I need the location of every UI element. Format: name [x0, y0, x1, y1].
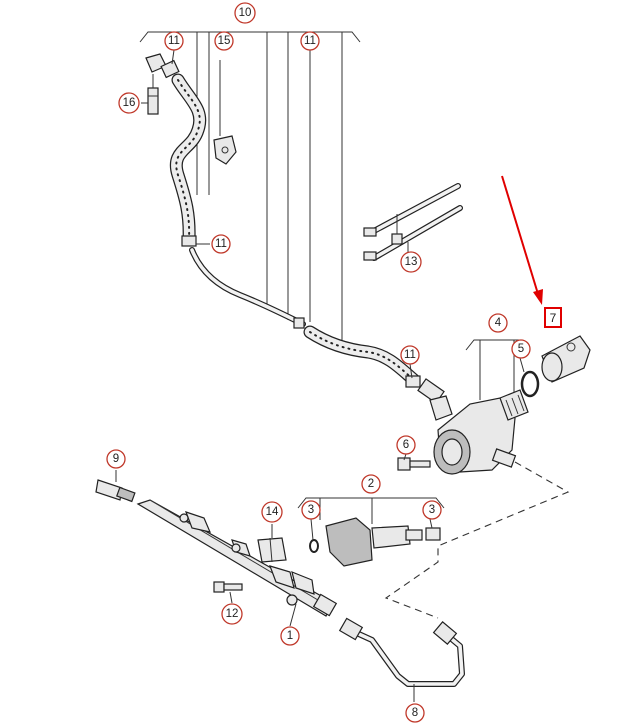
leader-lines [141, 49, 525, 627]
callout-13: 13 [400, 251, 422, 273]
callout-1: 1 [280, 626, 300, 646]
callout-11-top-right: 11 [300, 31, 320, 51]
callout-5-label: 5 [518, 343, 524, 355]
callout-12: 12 [221, 603, 243, 625]
callout-7-label: 7 [550, 311, 557, 325]
highlight-arrow [501, 175, 543, 305]
callout-11-top-left: 11 [164, 31, 184, 51]
o-ring-5 [520, 370, 540, 398]
callout-4: 4 [488, 313, 508, 333]
callout-3-label: 3 [429, 504, 435, 516]
pressure-sensor-9 [95, 470, 136, 503]
callout-14: 14 [261, 501, 283, 523]
callout-15-label: 15 [218, 35, 231, 47]
callout-11-label: 11 [215, 238, 227, 250]
clip-14 [257, 524, 287, 563]
callout-11-middle: 11 [211, 234, 231, 254]
callout-8-label: 8 [412, 707, 418, 719]
bolt-6 [397, 457, 431, 471]
callout-9: 9 [106, 449, 126, 469]
callout-4-label: 4 [495, 317, 502, 329]
callout-6-label: 6 [403, 439, 409, 451]
callout-11-label: 11 [404, 349, 416, 361]
callout-13-label: 13 [405, 256, 418, 268]
callout-11-label: 11 [304, 35, 316, 47]
callout-10: 10 [234, 2, 256, 24]
fuel-injector-2 [297, 497, 445, 567]
high-pressure-pipe-8 [338, 617, 465, 702]
callout-14-label: 14 [266, 506, 279, 518]
callout-3-left: 3 [301, 500, 321, 520]
fuel-rail-1 [136, 499, 338, 617]
bolt-12 [213, 581, 243, 593]
callout-16-label: 16 [123, 97, 136, 109]
callout-10-label: 10 [239, 7, 252, 19]
callout-16: 16 [118, 92, 140, 114]
group-10-bracket [139, 31, 361, 340]
callout-11-label: 11 [168, 35, 180, 47]
callout-5: 5 [511, 339, 531, 359]
callout-2-label: 2 [368, 478, 374, 490]
callout-8: 8 [405, 703, 425, 723]
callout-12-label: 12 [226, 608, 239, 620]
callout-1-label: 1 [287, 630, 293, 642]
roller-tappet-7 [541, 335, 591, 383]
callout-3-label: 3 [308, 504, 314, 516]
line-assembly-13 [363, 183, 463, 261]
callout-3-right: 3 [422, 500, 442, 520]
callout-9-label: 9 [113, 453, 119, 465]
callout-6: 6 [396, 435, 416, 455]
callout-7-highlighted: 7 [544, 307, 562, 328]
callout-11-lower: 11 [400, 345, 420, 365]
fuel-hose-assembly [145, 53, 445, 404]
callout-2: 2 [361, 474, 381, 494]
callout-15: 15 [214, 31, 234, 51]
high-pressure-pump [429, 339, 529, 475]
routing-dashed-line [384, 461, 570, 619]
